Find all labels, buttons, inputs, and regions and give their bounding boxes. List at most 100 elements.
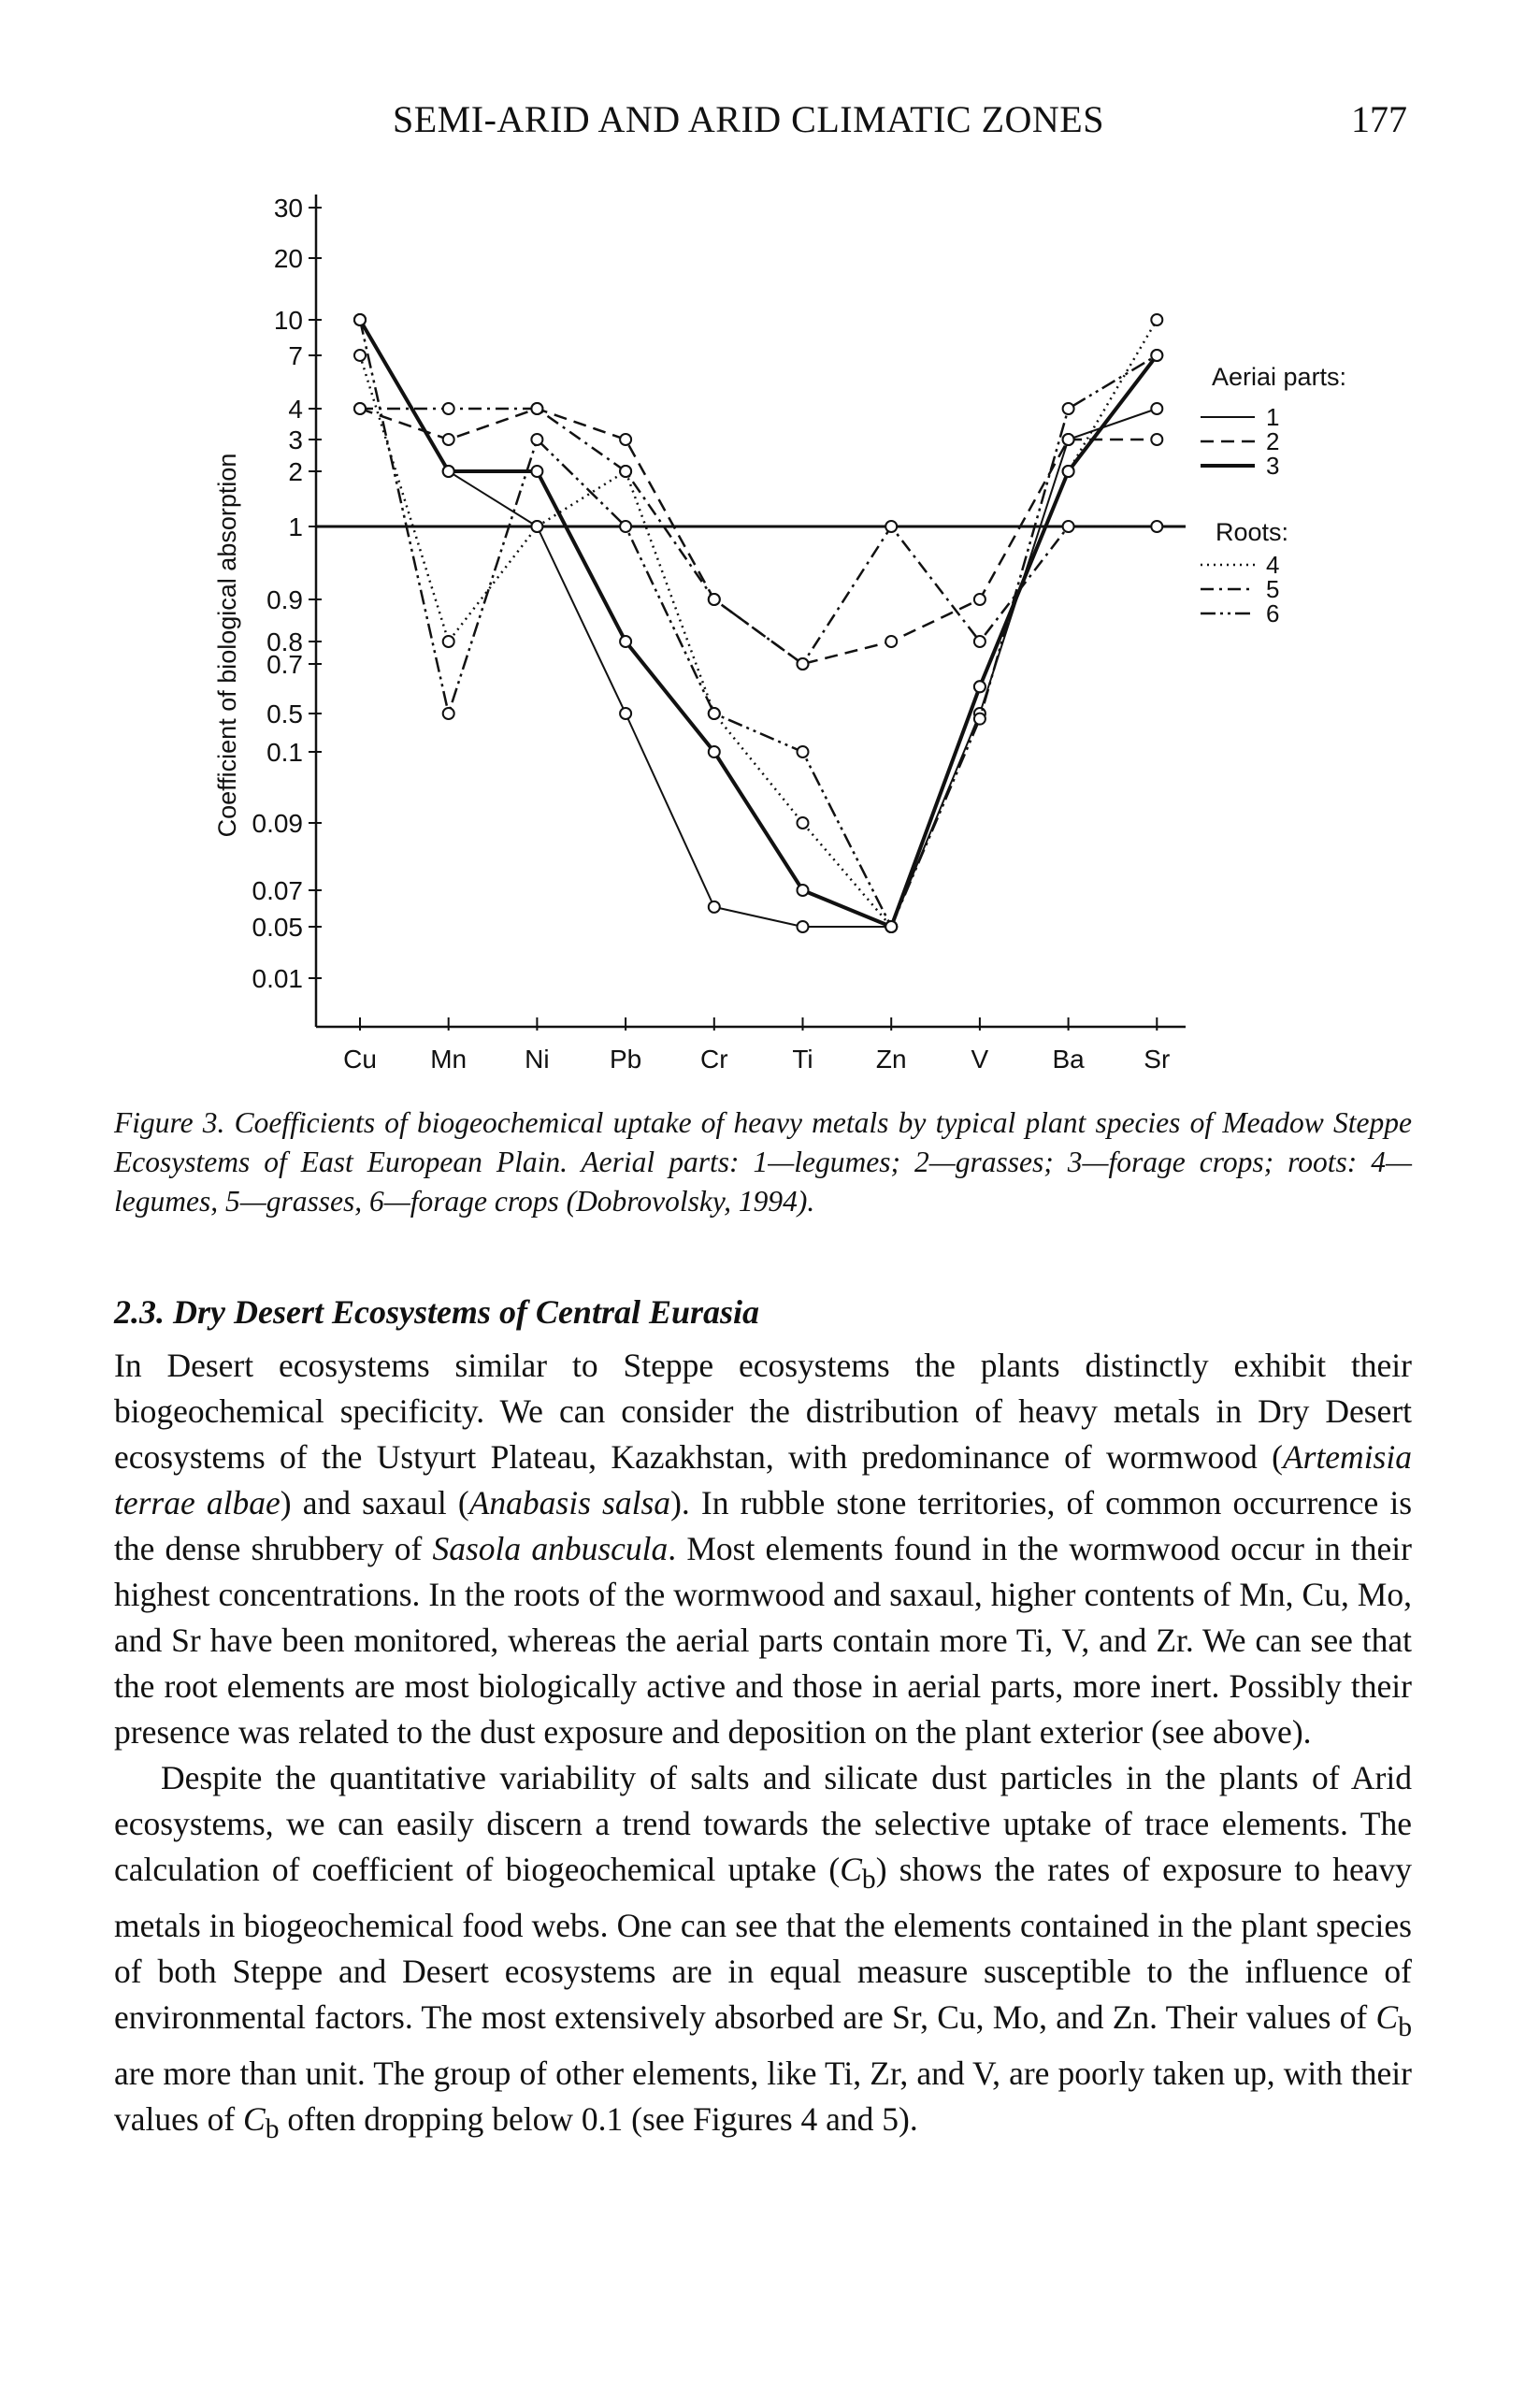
- series-line-1: [359, 319, 1158, 928]
- legend-label-5: 5: [1266, 575, 1279, 603]
- y-tick-label: 4: [288, 395, 303, 424]
- data-point: [972, 680, 986, 694]
- figure-3-chart: 302010743210.90.80.70.50.10.090.070.050.…: [213, 194, 1346, 1074]
- data-point: [1150, 433, 1164, 446]
- data-point: [972, 635, 986, 648]
- y-tick-label: 7: [288, 341, 303, 370]
- data-point: [441, 635, 455, 648]
- series-3: [353, 313, 1164, 933]
- series-6: [353, 313, 1164, 933]
- legend-label-2: 2: [1266, 427, 1279, 455]
- x-tick-label: Ni: [525, 1045, 549, 1074]
- data-point: [972, 712, 986, 726]
- data-point: [441, 707, 455, 720]
- data-point: [1061, 433, 1075, 446]
- x-tick-label: Ti: [792, 1045, 813, 1074]
- data-point: [441, 433, 455, 446]
- legend-label-3: 3: [1266, 452, 1279, 480]
- data-point: [619, 635, 633, 648]
- figure-caption: Figure 3. Coefficients of biogeochemical…: [114, 1106, 1412, 1218]
- data-point: [796, 884, 810, 897]
- data-point: [972, 593, 986, 606]
- y-axis-label: Coefficient of biological absorption: [213, 454, 241, 838]
- chart-ticks: 30 20 10 7 43 2 1 0.9 0.80.7 0.5 0.1 0.09 0.07 0.05 0.…: [252, 194, 1171, 1074]
- data-point: [619, 465, 633, 478]
- legend-label-4: 4: [1266, 551, 1279, 579]
- x-tick-label: Cu: [343, 1045, 377, 1074]
- y-tick-label: 2: [288, 457, 303, 486]
- y-tick-label: 1: [288, 512, 303, 541]
- y-tick-label: 0.07: [252, 876, 304, 905]
- data-point: [1150, 313, 1164, 326]
- data-point: [441, 465, 455, 478]
- y-tick-label: 0.09: [252, 809, 304, 838]
- data-point: [441, 402, 455, 415]
- series-4: [353, 313, 1164, 933]
- y-tick-label: 0.9: [266, 585, 303, 614]
- y-tick-label: 20: [274, 244, 303, 273]
- data-point: [619, 707, 633, 720]
- y-tick-label: 10: [274, 306, 303, 335]
- series-5: [353, 402, 1164, 670]
- legend-title-aerial: Aeriai parts:: [1212, 363, 1346, 391]
- data-point: [796, 816, 810, 829]
- chart-series: [353, 313, 1164, 933]
- data-point: [885, 635, 899, 648]
- chart-legend: Aeriai parts: Roots: 123 456: [1201, 363, 1346, 627]
- data-point: [530, 402, 544, 415]
- data-point: [885, 920, 899, 933]
- y-tick-label: 0.7: [266, 650, 303, 679]
- section-body: In Desert ecosystems similar to Steppe e…: [114, 1343, 1412, 2153]
- running-head: SEMI-ARID AND ARID CLIMATIC ZONES: [393, 98, 1104, 140]
- page-number: 177: [1351, 98, 1407, 140]
- data-point: [707, 707, 721, 720]
- data-point: [1061, 402, 1075, 415]
- legend-label-6: 6: [1266, 599, 1279, 627]
- data-point: [530, 520, 544, 533]
- x-tick-label: Sr: [1144, 1045, 1170, 1074]
- data-point: [353, 313, 367, 326]
- data-point: [1150, 402, 1164, 415]
- legend-title-roots: Roots:: [1216, 518, 1288, 546]
- section-heading: 2.3. Dry Desert Ecosystems of Central Eu…: [114, 1293, 760, 1331]
- x-tick-label: Mn: [430, 1045, 467, 1074]
- data-point: [1150, 349, 1164, 362]
- x-tick-label: Ba: [1052, 1045, 1085, 1074]
- y-tick-label: 0.05: [252, 913, 304, 942]
- data-point: [707, 900, 721, 914]
- legend-label-1: 1: [1266, 403, 1279, 431]
- data-point: [1061, 465, 1075, 478]
- data-point: [1150, 520, 1164, 533]
- data-point: [707, 593, 721, 606]
- data-point: [707, 745, 721, 758]
- y-tick-label: 3: [288, 425, 303, 454]
- data-point: [1061, 520, 1075, 533]
- paragraph-2: Despite the quantitative variability of …: [114, 1759, 1412, 2145]
- y-tick-label: 0.8: [266, 627, 303, 656]
- data-point: [530, 433, 544, 446]
- x-tick-label: Cr: [700, 1045, 728, 1074]
- y-tick-label: 30: [274, 194, 303, 223]
- x-tick-label: Pb: [610, 1045, 641, 1074]
- series-1: [353, 313, 1164, 933]
- data-point: [796, 745, 810, 758]
- paragraph-1: In Desert ecosystems similar to Steppe e…: [114, 1347, 1413, 1751]
- x-tick-label: Zn: [876, 1045, 907, 1074]
- data-point: [796, 920, 810, 933]
- y-tick-label: 0.01: [252, 964, 304, 993]
- chart-axes: [314, 195, 1186, 1029]
- series-line-3: [358, 318, 1158, 929]
- data-point: [796, 657, 810, 670]
- data-point: [885, 520, 899, 533]
- data-point: [619, 433, 633, 446]
- data-point: [353, 402, 367, 415]
- data-point: [353, 349, 367, 362]
- data-point: [530, 465, 544, 478]
- y-tick-label: 0.1: [266, 738, 303, 767]
- x-tick-label: V: [971, 1045, 989, 1074]
- series-line-4: [358, 319, 1158, 929]
- series-line-6: [358, 319, 1158, 929]
- y-tick-label: 0.5: [266, 699, 303, 728]
- data-point: [619, 520, 633, 533]
